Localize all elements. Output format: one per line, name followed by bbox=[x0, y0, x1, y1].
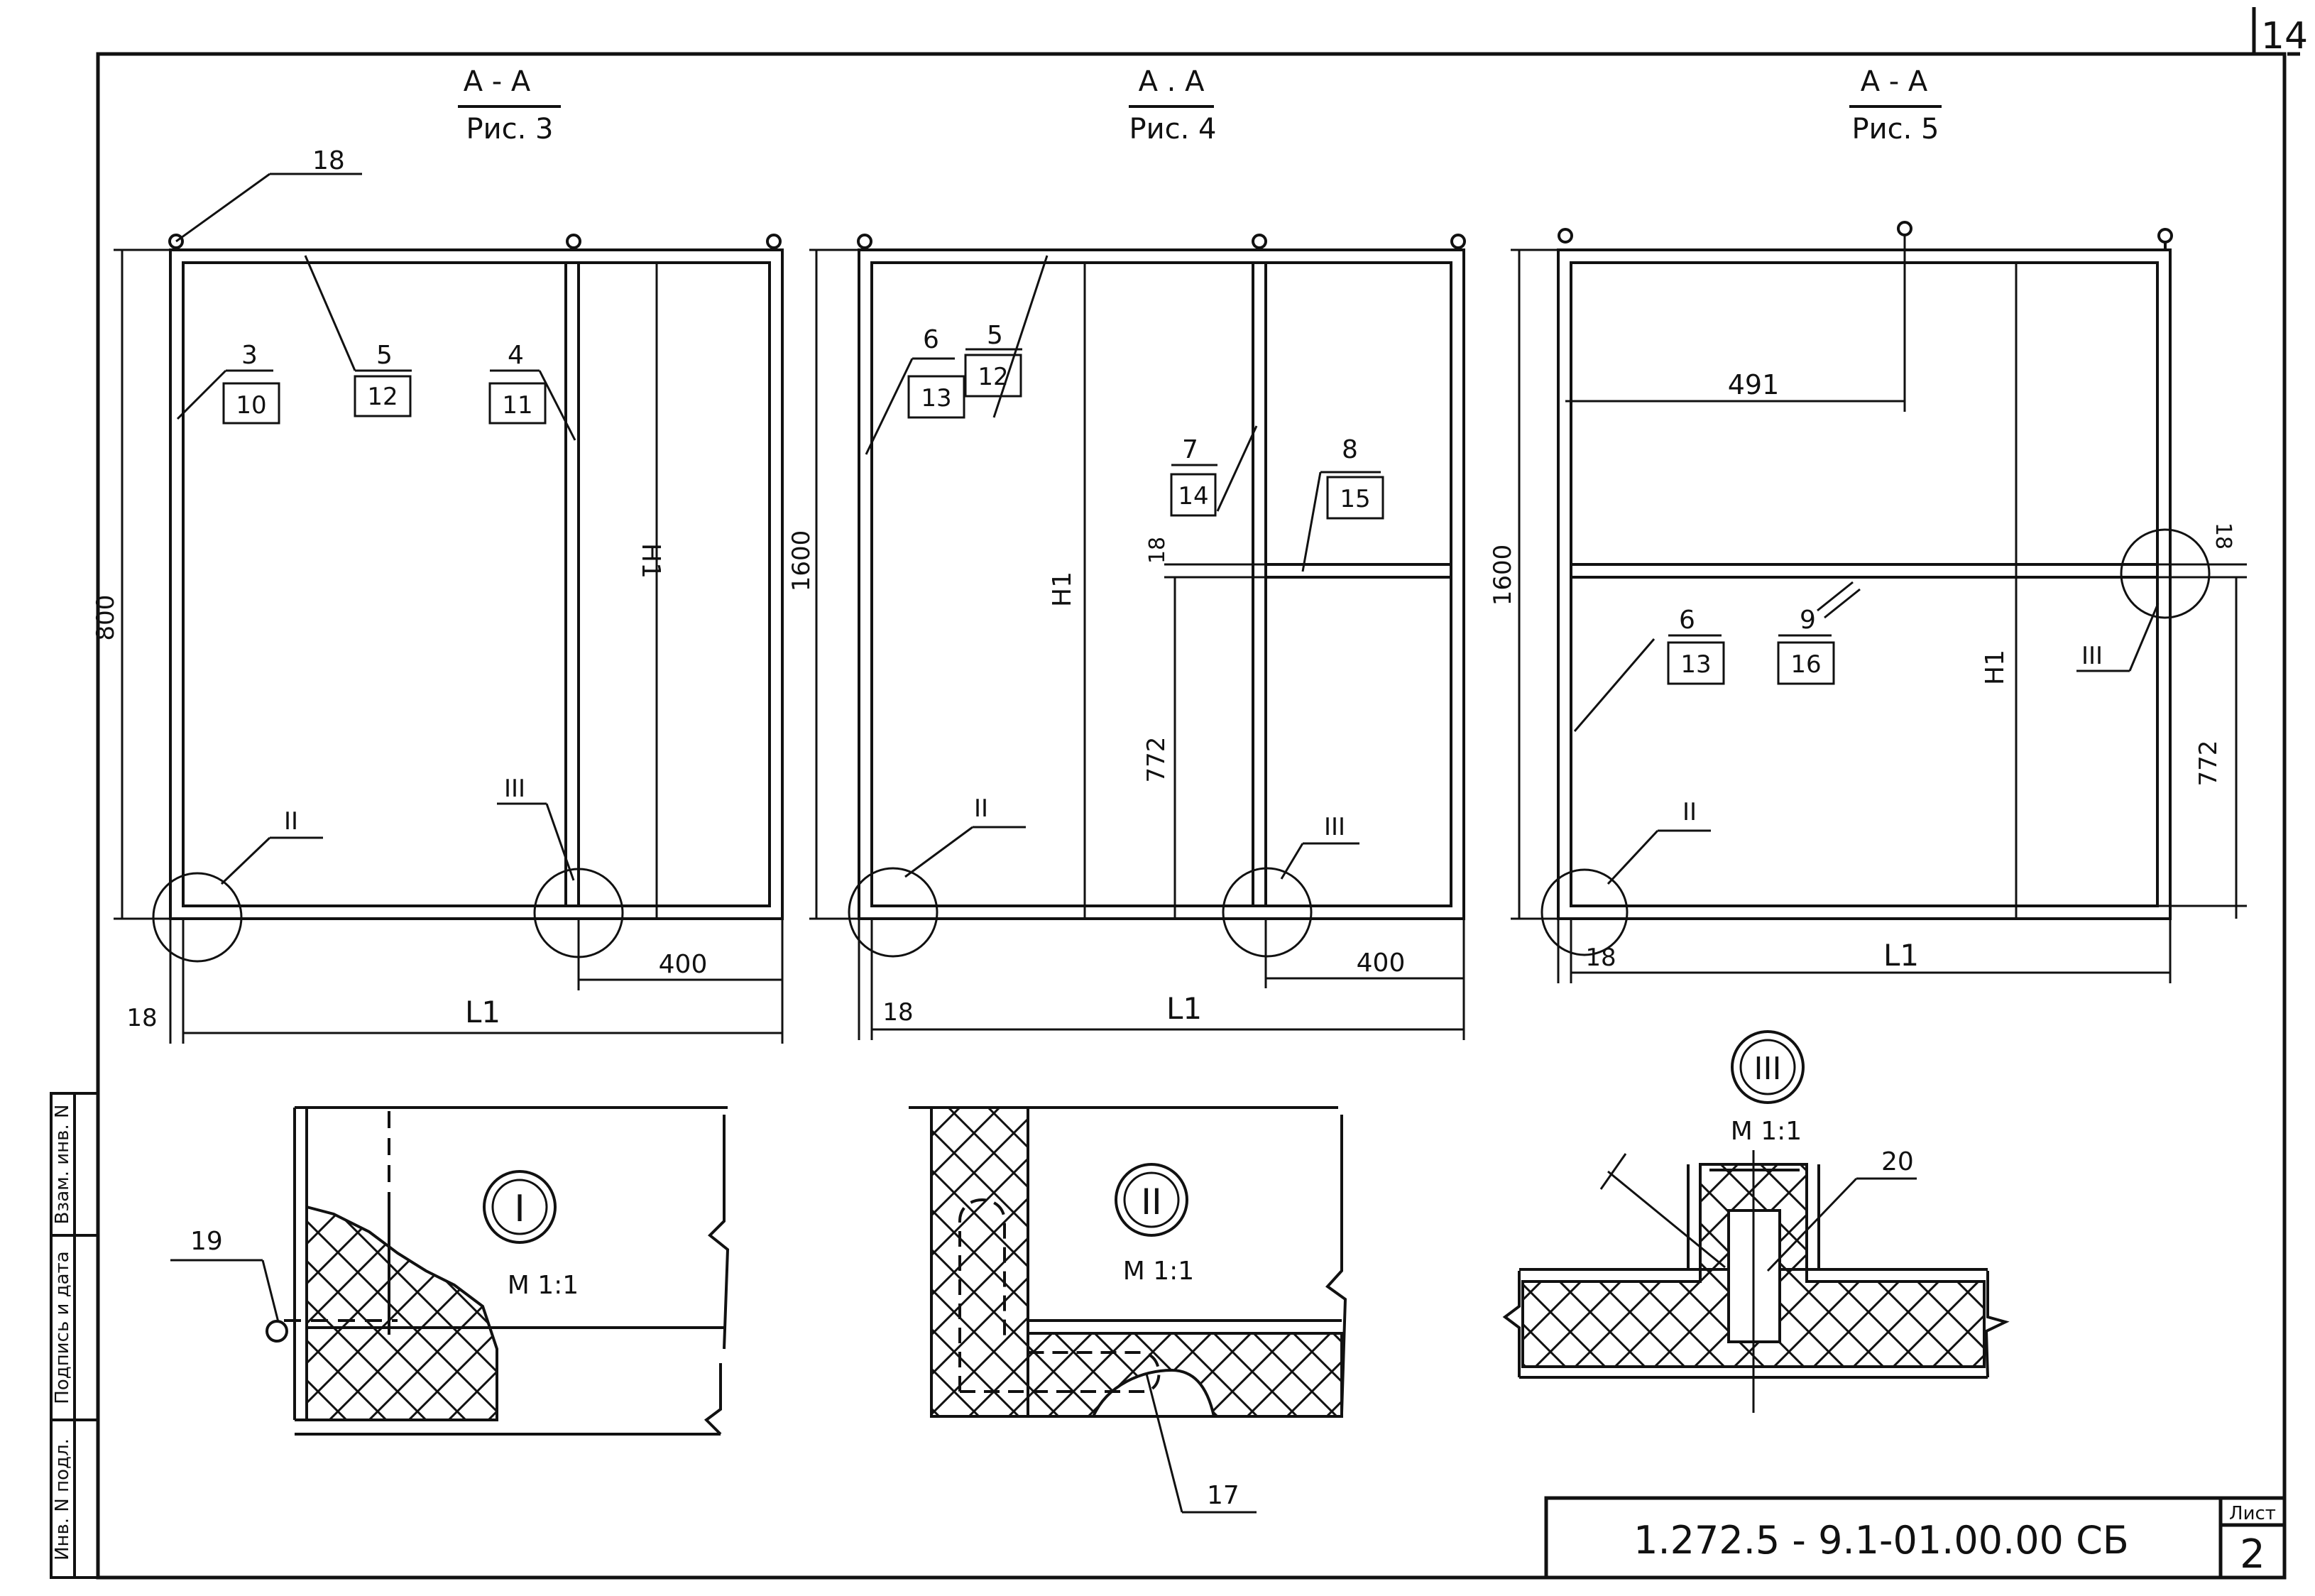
callout-6-fig5: 6 bbox=[1679, 606, 1695, 635]
view2-section: А . А bbox=[1139, 65, 1205, 98]
callout-3: 3 bbox=[241, 341, 258, 370]
view1-dim-400: 400 bbox=[659, 950, 708, 979]
callout-14: 14 bbox=[1178, 482, 1208, 510]
view3-dim-1600: 1600 bbox=[1489, 545, 1517, 606]
detail-i: 19 I М 1:1 bbox=[170, 1106, 730, 1436]
callout-4: 4 bbox=[508, 341, 524, 370]
view2-dim-1600: 1600 bbox=[787, 530, 816, 592]
callout-6: 6 bbox=[923, 325, 939, 354]
detail-iii-mark: III bbox=[1754, 1051, 1782, 1087]
view2-dim-18-vert: 18 bbox=[1145, 537, 1170, 564]
view3-dim-18-vert: 18 bbox=[2211, 523, 2235, 550]
view1-dim-18: 18 bbox=[126, 1004, 157, 1032]
view3-dim-491: 491 bbox=[1728, 369, 1780, 400]
view1-leaders bbox=[175, 173, 576, 885]
callout-15: 15 bbox=[1340, 485, 1370, 513]
view1-figure: Рис. 3 bbox=[466, 113, 554, 146]
view3-dim-l1: L1 bbox=[1883, 938, 1919, 973]
detail-ii: 17 II М 1:1 bbox=[909, 1106, 1347, 1514]
detail-iii-scale: М 1:1 bbox=[1731, 1117, 1802, 1146]
view-fig4: А . А Рис. 4 1600 H1 18 772 bbox=[787, 65, 1466, 1040]
callout-9: 9 bbox=[1800, 606, 1816, 635]
stamp-signature-date: Подпись и дата bbox=[52, 1251, 73, 1404]
view2-frame bbox=[857, 234, 1466, 920]
view1-dimensions bbox=[114, 248, 784, 1044]
title-sheet-number: 2 bbox=[2240, 1531, 2265, 1578]
view2-dim-400: 400 bbox=[1357, 949, 1406, 978]
callout-19: 19 bbox=[190, 1227, 223, 1256]
detail-i-scale: М 1:1 bbox=[508, 1271, 579, 1300]
view1-frame bbox=[168, 234, 784, 920]
view2-dim-l1: L1 bbox=[1166, 991, 1202, 1026]
view1-dim-l1: L1 bbox=[465, 995, 500, 1029]
detail-i-mark: I bbox=[514, 1188, 525, 1230]
detail-iii-marker bbox=[1731, 1030, 1805, 1104]
callout-12-fig4: 12 bbox=[978, 363, 1008, 391]
detail-i-marker bbox=[483, 1170, 557, 1244]
view3-section: А - А bbox=[1861, 65, 1928, 98]
view2-detail-iii-mark: III bbox=[1324, 813, 1345, 841]
callout-10: 10 bbox=[236, 391, 266, 420]
detail-ii-mark: II bbox=[1141, 1181, 1162, 1223]
detail-iii: 20 III М 1:1 bbox=[1502, 1030, 2010, 1413]
view-fig3: А - А Рис. 3 800 H1 L1 18 400 bbox=[92, 65, 784, 1044]
detail-ii-scale: М 1:1 bbox=[1123, 1257, 1194, 1286]
view2-figure: Рис. 4 bbox=[1129, 113, 1217, 146]
callout-20: 20 bbox=[1881, 1147, 1914, 1176]
view1-section: А - А bbox=[464, 65, 531, 98]
callout-12: 12 bbox=[367, 383, 398, 411]
callout-17: 17 bbox=[1207, 1481, 1239, 1510]
view3-leaders bbox=[1573, 581, 2160, 885]
view2-dim-772: 772 bbox=[1142, 737, 1171, 783]
view-fig5: А - А Рис. 5 1600 491 H1 18 bbox=[1489, 65, 2247, 983]
stamp-inv-no: Инв. N подл. bbox=[52, 1438, 73, 1561]
callout-5-fig4: 5 bbox=[987, 321, 1003, 350]
title-designation: 1.272.5 - 9.1-01.00.00 СБ bbox=[1633, 1518, 2129, 1563]
callout-7: 7 bbox=[1182, 435, 1198, 464]
view2-leaders bbox=[865, 255, 1384, 880]
page-number: 14 bbox=[2261, 15, 2308, 58]
detail-ii-wall-insulation bbox=[930, 1106, 1029, 1418]
callout-8: 8 bbox=[1342, 435, 1358, 464]
detail-ii-marker bbox=[1115, 1163, 1188, 1237]
view3-dim-18: 18 bbox=[1585, 944, 1616, 972]
view1-dim-h1: H1 bbox=[636, 543, 665, 579]
stamp-replaced-inv-no: Взам. инв. N bbox=[52, 1105, 73, 1225]
callout-13: 13 bbox=[921, 384, 951, 412]
view1-detail-iii-mark: III bbox=[504, 775, 525, 803]
detail-i-insulation bbox=[305, 1205, 498, 1421]
callout-5: 5 bbox=[376, 341, 393, 370]
view1-detail-ii-mark: II bbox=[284, 807, 298, 836]
title-block bbox=[1544, 1496, 2287, 1580]
callout-16: 16 bbox=[1790, 650, 1821, 679]
side-stamp bbox=[50, 1092, 99, 1579]
view3-dim-h1: H1 bbox=[1981, 650, 2010, 685]
callout-18: 18 bbox=[312, 146, 345, 175]
view2-detail-ii-mark: II bbox=[974, 794, 988, 823]
detail-ii-floor-insulation bbox=[1027, 1332, 1343, 1418]
callout-13-fig5: 13 bbox=[1680, 650, 1711, 679]
sheet-frame bbox=[96, 7, 2300, 1580]
title-sheet-label: Лист bbox=[2229, 1503, 2276, 1524]
view3-detail-iii-mark: III bbox=[2081, 642, 2103, 670]
view3-figure: Рис. 5 bbox=[1852, 113, 1939, 146]
view3-detail-ii-mark: II bbox=[1682, 798, 1697, 826]
view2-dim-18: 18 bbox=[882, 998, 913, 1027]
view3-dim-772: 772 bbox=[2194, 740, 2223, 787]
callout-11: 11 bbox=[502, 391, 532, 420]
view2-dimensions bbox=[809, 248, 1465, 1040]
view1-dim-800: 800 bbox=[92, 595, 120, 641]
view3-dimensions bbox=[1511, 234, 2247, 983]
view2-dim-h1: H1 bbox=[1048, 572, 1077, 607]
view3-frame bbox=[1557, 221, 2173, 920]
